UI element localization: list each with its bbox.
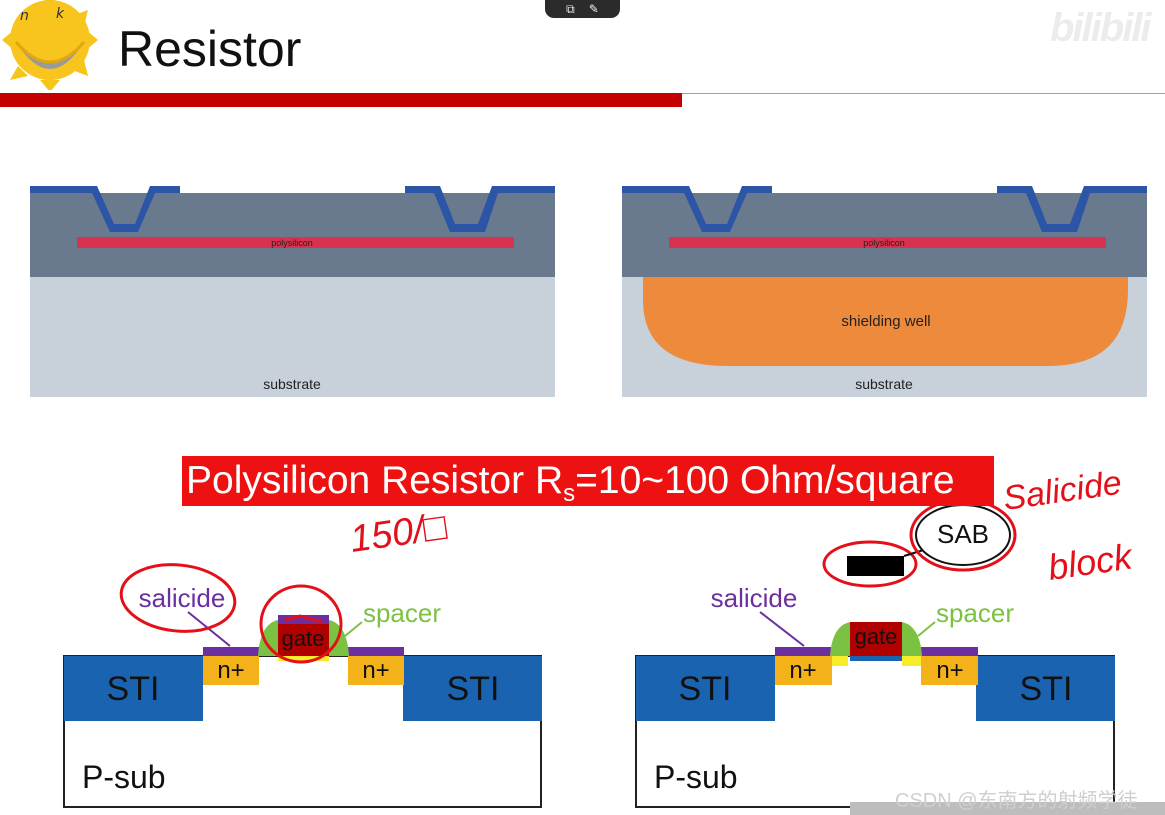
- copy-icon[interactable]: ⧉: [566, 1, 575, 16]
- gate-label: gate: [855, 624, 898, 649]
- substrate-region: [30, 277, 555, 397]
- p-sub-label: P-sub: [82, 759, 166, 795]
- sun-logo-icon: n k: [0, 0, 104, 90]
- bottom-right-mos-section: gate n+ n+ STI STI P-sub salicide spacer…: [635, 464, 1136, 808]
- polysilicon-label: polysilicon: [863, 238, 905, 248]
- salicide-pointer: [759, 611, 805, 647]
- magic-edit-icon[interactable]: ✎: [588, 2, 599, 16]
- logo-letter-n: n: [20, 8, 29, 24]
- spacer-label: spacer: [936, 598, 1014, 628]
- metal-contact-right: [405, 186, 555, 232]
- handwritten-salicide-note: Salicide: [1001, 464, 1124, 518]
- nplus-left-region: [775, 656, 832, 685]
- salicide-right: [348, 647, 404, 656]
- nplus-left-label: n+: [789, 657, 816, 684]
- polysilicon-layer: [77, 237, 514, 248]
- gate-region: [850, 622, 902, 656]
- handwritten-ohm-note: 150/□: [347, 506, 449, 561]
- metal-contact-right: [997, 186, 1147, 232]
- banner-suffix: =10~100 Ohm/square: [575, 459, 955, 502]
- title-underline-thin: [682, 93, 1165, 94]
- substrate-label: substrate: [263, 376, 321, 392]
- shielding-well-region: [643, 277, 1128, 366]
- nplus-right-label: n+: [936, 657, 963, 684]
- polysilicon-label: polysilicon: [271, 238, 313, 248]
- metal-contact-left: [30, 186, 180, 232]
- top-right-cross-section: polysilicon shielding well substrate: [622, 186, 1147, 397]
- spacer-pointer: [917, 621, 936, 637]
- resistance-banner: Polysilicon Resistor Rs=10~100 Ohm/squar…: [182, 456, 994, 507]
- gate-oxide: [278, 656, 329, 661]
- sab-region-left: [832, 656, 848, 666]
- handwritten-block-note: block: [1045, 535, 1136, 588]
- gate-scribble: [284, 614, 323, 624]
- csdn-watermark: CSDN @东南方的射频学徒: [895, 790, 1138, 812]
- nplus-left-label: n+: [217, 657, 244, 684]
- salicide-left: [203, 647, 259, 656]
- sti-left-region: [636, 656, 775, 721]
- bilibili-watermark: bilibili: [1050, 6, 1152, 50]
- p-sub-label: P-sub: [654, 759, 738, 795]
- spacer-left: [258, 620, 278, 656]
- spacer-pointer: [344, 621, 363, 637]
- substrate-label: substrate: [855, 376, 913, 392]
- shielding-well-label: shielding well: [841, 313, 930, 330]
- title-underline-bar: [0, 93, 682, 107]
- oxide-region: [30, 193, 555, 277]
- salicide-right: [921, 647, 978, 656]
- sti-left-label: STI: [107, 670, 160, 708]
- spacer-left: [830, 622, 850, 656]
- spacer-label: spacer: [363, 598, 441, 628]
- nplus-right-region: [921, 656, 978, 685]
- sti-left-region: [64, 656, 203, 721]
- sti-right-label: STI: [447, 670, 500, 708]
- sti-right-label: STI: [1020, 670, 1073, 708]
- polysilicon-layer: [669, 237, 1106, 248]
- sti-right-region: [403, 656, 542, 721]
- logo-letter-k: k: [56, 6, 65, 22]
- gate-region: [278, 622, 329, 656]
- salicide-label: salicide: [711, 583, 798, 613]
- gate-annotation-circle: [259, 584, 343, 664]
- bottom-left-mos-section: gate n+ n+ STI STI P-sub salicide spacer…: [63, 506, 542, 808]
- spacer-right: [902, 622, 922, 656]
- banner-subscript: s: [563, 480, 576, 507]
- sab-label: SAB: [937, 519, 989, 549]
- nplus-right-region: [348, 656, 404, 685]
- sti-left-label: STI: [679, 670, 732, 708]
- gate-salicide: [278, 615, 329, 624]
- oxide-region: [622, 193, 1147, 277]
- progress-strip: [850, 802, 1165, 815]
- salicide-left: [775, 647, 832, 656]
- page-title: Resistor: [118, 21, 302, 77]
- nplus-left-region: [203, 656, 259, 685]
- banner-prefix: Polysilicon Resistor R: [186, 459, 564, 502]
- gate-label: gate: [282, 626, 325, 651]
- sti-right-region: [976, 656, 1115, 721]
- nplus-right-label: n+: [362, 657, 389, 684]
- salicide-label: salicide: [139, 583, 226, 613]
- salicide-annotation-circle: [119, 563, 237, 633]
- sab-region-right: [902, 656, 921, 666]
- top-left-cross-section: polysilicon substrate: [30, 186, 555, 397]
- video-toolbar[interactable]: ⧉ ✎: [545, 0, 620, 18]
- sab-mask-swatch: [847, 556, 904, 576]
- gate-oxide: [850, 656, 902, 661]
- sab-annotation-circle: [822, 540, 918, 588]
- metal-contact-left: [622, 186, 772, 232]
